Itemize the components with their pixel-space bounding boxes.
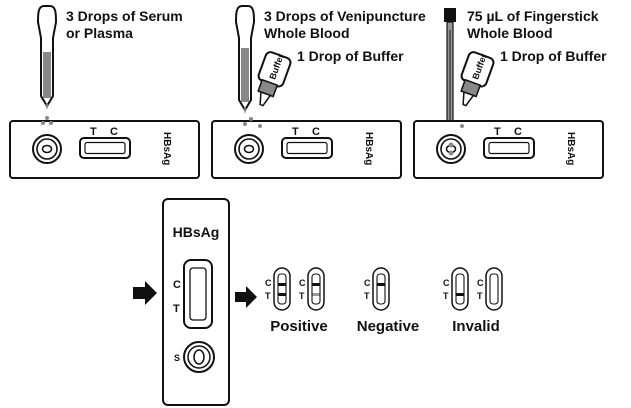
result-strip: C T [265, 267, 291, 311]
sample-drops [41, 116, 53, 125]
result-invalid: C T C T Invalid [443, 267, 503, 335]
c-label: C [110, 126, 118, 138]
step-3-instruction-line1: 75 µL of Fingerstick [467, 8, 599, 24]
t-label: T [299, 291, 305, 301]
negative-label: Negative [357, 318, 420, 335]
result-negative: C T Negative [357, 267, 420, 335]
result-strip: C T [364, 267, 390, 311]
result-strip: C T [299, 267, 325, 311]
c-label: C [443, 278, 450, 288]
step-2-instruction-line2: Whole Blood [264, 25, 350, 41]
step-3-buffer-instruction: 1 Drop of Buffer [500, 48, 607, 64]
positive-label: Positive [270, 318, 328, 335]
test-cassette: T C HBsAg [413, 120, 604, 179]
arrow-right-icon [235, 286, 257, 308]
t-label: T [292, 126, 299, 138]
sample-well-label: S [174, 353, 180, 363]
cassette-brand: HBsAg [363, 132, 374, 165]
cassette-brand: HBsAg [565, 132, 576, 165]
t-label: T [494, 126, 501, 138]
dropper-icon [234, 5, 256, 114]
c-label: C [514, 126, 522, 138]
c-label: C [312, 126, 320, 138]
t-label: T [173, 303, 180, 315]
c-label: C [477, 278, 484, 288]
step-1-instruction-line2: or Plasma [66, 25, 133, 41]
result-strip: C T [443, 267, 469, 311]
c-label: C [265, 278, 272, 288]
result-strip: C T [477, 267, 503, 311]
sample-drops [448, 124, 464, 156]
c-label: C [364, 278, 371, 288]
step-2-instruction-line1: 3 Drops of Venipuncture [264, 8, 426, 24]
test-cassette: T C HBsAg [9, 120, 200, 179]
t-label: T [443, 291, 449, 301]
step-3-instruction-line2: Whole Blood [467, 25, 553, 41]
result-positive: C T C T Positive [265, 267, 328, 335]
step-2-buffer-instruction: 1 Drop of Buffer [297, 48, 404, 64]
dropper-icon [36, 5, 58, 110]
invalid-label: Invalid [452, 318, 500, 335]
cassette-brand: HBsAg [173, 224, 220, 240]
t-label: T [90, 126, 97, 138]
buffer-bottle-icon: Buffer [257, 51, 292, 107]
step-1-instruction-line1: 3 Drops of Serum [66, 8, 183, 24]
step-3-fingerstick: 75 µL of Fingerstick Whole Blood 1 Drop … [413, 8, 607, 179]
t-label: T [265, 291, 271, 301]
c-label: C [173, 279, 181, 291]
t-label: T [364, 291, 370, 301]
buffer-bottle-icon: Buffer [460, 51, 495, 107]
sample-drops [243, 117, 262, 128]
step-2-venipuncture: 3 Drops of Venipuncture Whole Blood 1 Dr… [211, 5, 426, 179]
step-1-serum-plasma: 3 Drops of Serum or Plasma T C HBsAg [9, 5, 200, 179]
test-cassette: T C HBsAg [211, 120, 402, 179]
vertical-test-cassette: HBsAg C T S [162, 198, 230, 406]
arrow-right-icon [133, 281, 157, 305]
t-label: T [477, 291, 483, 301]
c-label: C [299, 278, 306, 288]
cassette-brand: HBsAg [161, 132, 172, 165]
capillary-tube-icon [444, 8, 456, 133]
